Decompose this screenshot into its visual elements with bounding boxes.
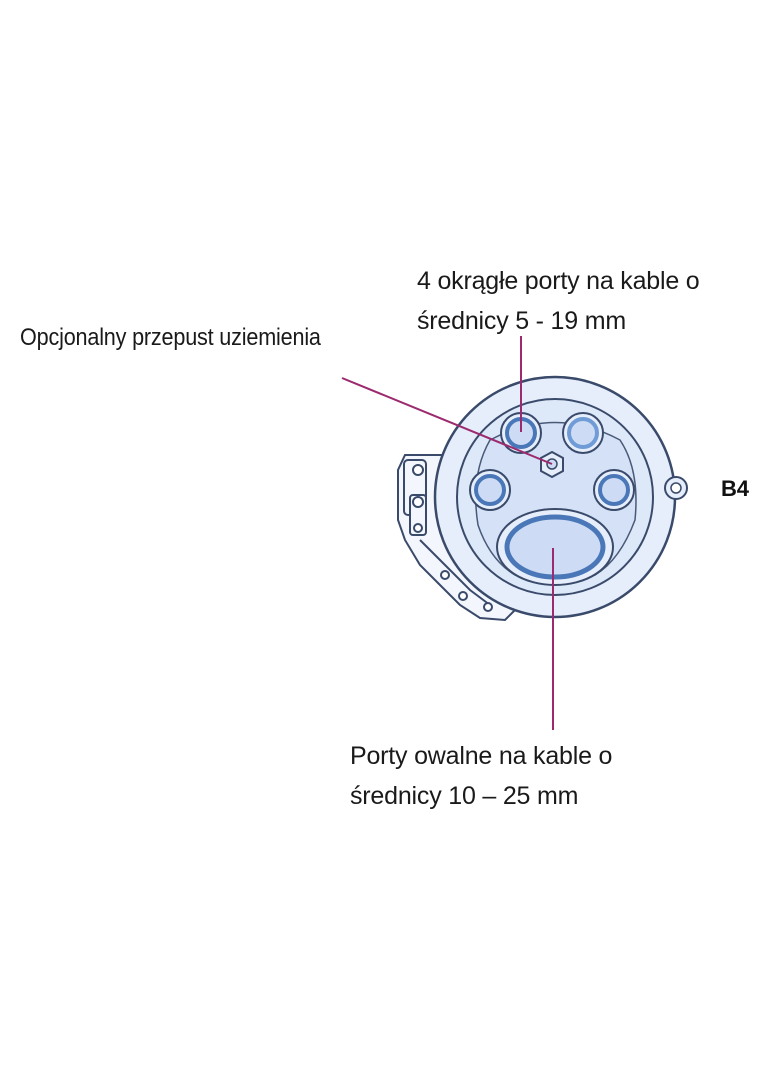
side-tab xyxy=(664,476,688,500)
leader-ground-gland xyxy=(341,377,553,465)
label-round-ports: 4 okrągłe porty na kable o średnicy 5 - … xyxy=(417,261,700,341)
round-port-4 xyxy=(593,469,635,511)
round-port-3 xyxy=(469,469,511,511)
label-oval-ports-line1: Porty owalne na kable o xyxy=(350,742,613,770)
label-round-ports-line1: 4 okrągłe porty na kable o xyxy=(417,267,700,295)
label-oval-ports: Porty owalne na kable o średnicy 10 – 25… xyxy=(350,736,612,816)
oval-port xyxy=(496,508,614,586)
mounting-bracket xyxy=(397,454,517,622)
label-view-code: B4 xyxy=(721,476,749,501)
label-oval-ports-line2: średnicy 10 – 25 mm xyxy=(350,782,579,810)
label-round-ports-line2: średnicy 5 - 19 mm xyxy=(417,307,626,335)
label-ground-gland: Opcjonalny przepust uziemienia xyxy=(20,324,321,351)
ground-gland-nut xyxy=(540,450,564,479)
leader-lines xyxy=(341,336,554,730)
round-port-2 xyxy=(562,412,604,454)
round-port-1 xyxy=(500,412,542,454)
